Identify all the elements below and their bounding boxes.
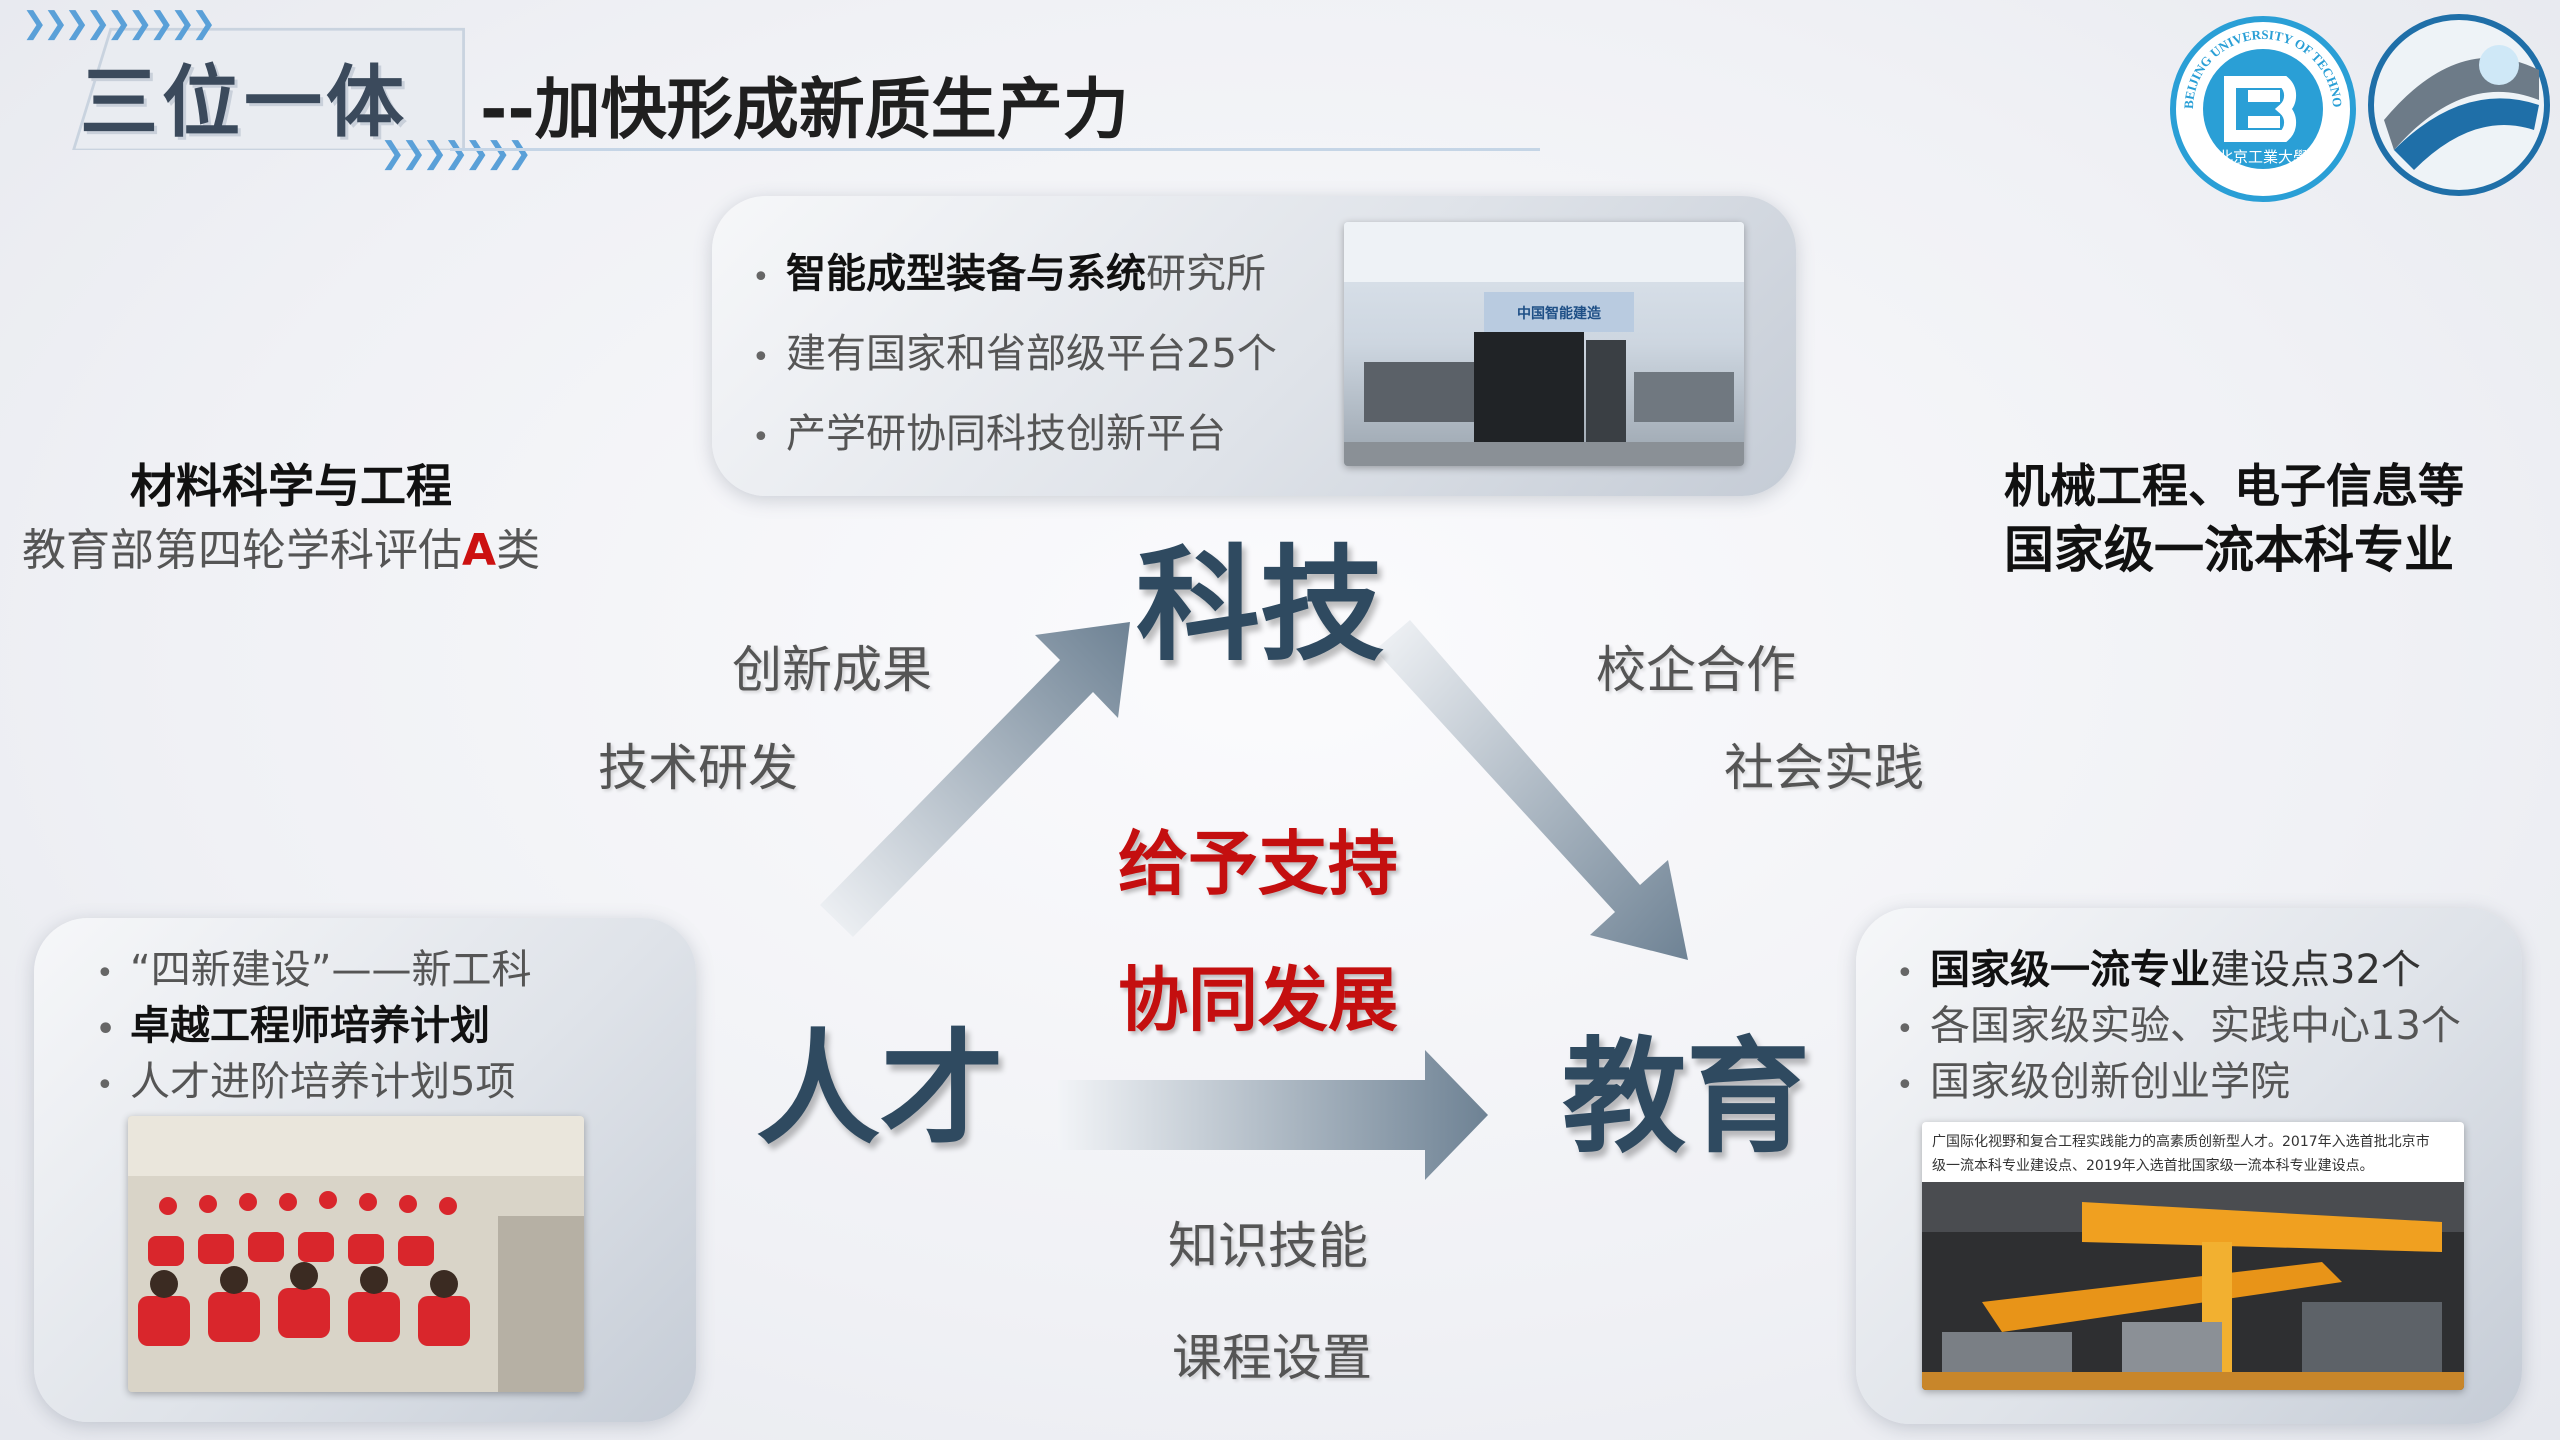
arrow-talent-to-tech [820,622,1130,937]
label-coop: 校企合作 [1596,641,1796,699]
node-education: 教育 [1562,1026,1811,1170]
label-innovation: 创新成果 [732,641,932,699]
university-logo: BEIJING UNIVERSITY OF TECHNOLOGY 北京工業大學 … [2168,14,2356,202]
photo-sign: 中国智能建造 [1517,305,1601,322]
lab-photo: 中国智能建造 [1344,222,1744,466]
factory-caption: 广国际化视野和复合工程实践能力的高素质创新型人才。2017年入选首批北京市 级一… [1932,1134,2430,1174]
label-practice: 社会实践 [1724,739,1924,797]
list-item: •国家级一流专业建设点32个 [1896,947,2421,993]
logo-year: 1960 [2248,171,2279,185]
list-item: •产学研协同科技创新平台 [752,411,1226,457]
list-item: •建有国家和省部级平台25个 [752,331,1277,377]
students-photo [128,1116,584,1392]
education-bullet-list: •国家级一流专业建设点32个 •各国家级实验、实践中心13个 •国家级创新创业学… [1896,944,2461,1112]
header-divider [450,148,1540,151]
logo-cn-text: 北京工業大學 [2218,148,2308,166]
arrow-tech-to-education [1375,620,1688,960]
node-tech: 科技 [1136,534,1385,678]
lab-logo [2368,14,2550,196]
label-knowledge: 知识技能 [1168,1217,1368,1275]
chevron-decoration-icon: ❯❯❯❯❯❯❯ [380,136,532,171]
center-support: 给予支持 [1118,823,1398,905]
center-collab: 协同发展 [1118,959,1398,1041]
list-item: •卓越工程师培养计划 [96,1003,490,1049]
chevron-decoration-icon: ❯❯❯❯❯❯❯❯❯ [22,6,216,41]
header-frame [72,27,465,150]
page-title: 三位一体 [80,58,409,148]
talent-bullet-list: •“四新建设”——新工科 •卓越工程师培养计划 •人才进阶培养计划5项 [96,944,531,1112]
left-side-subtitle: 教育部第四轮学科评估A类 [22,525,541,576]
list-item: •人才进阶培养计划5项 [96,1059,516,1105]
list-item: •“四新建设”——新工科 [96,947,532,993]
node-talent: 人才 [756,1018,1005,1162]
right-side-subtitle: 国家级一流本科专业 [2004,521,2454,579]
left-side-title: 材料科学与工程 [130,459,452,513]
label-rnd: 技术研发 [598,739,798,797]
list-item: •智能成型装备与系统研究所 [752,251,1266,297]
label-course: 课程设置 [1172,1329,1372,1387]
list-item: •各国家级实验、实践中心13个 [1896,1003,2461,1049]
page-subtitle: --加快形成新质生产力 [480,71,1129,148]
arrow-talent-to-education [1058,1050,1488,1180]
right-side-title: 机械工程、电子信息等 [2004,459,2464,513]
tech-bullet-list: •智能成型装备与系统研究所 •建有国家和省部级平台25个 •产学研协同科技创新平… [752,236,1277,476]
factory-card: 广国际化视野和复合工程实践能力的高素质创新型人才。2017年入选首批北京市 级一… [1922,1122,2464,1390]
factory-photo [1922,1182,2464,1390]
list-item: •国家级创新创业学院 [1896,1059,2290,1105]
